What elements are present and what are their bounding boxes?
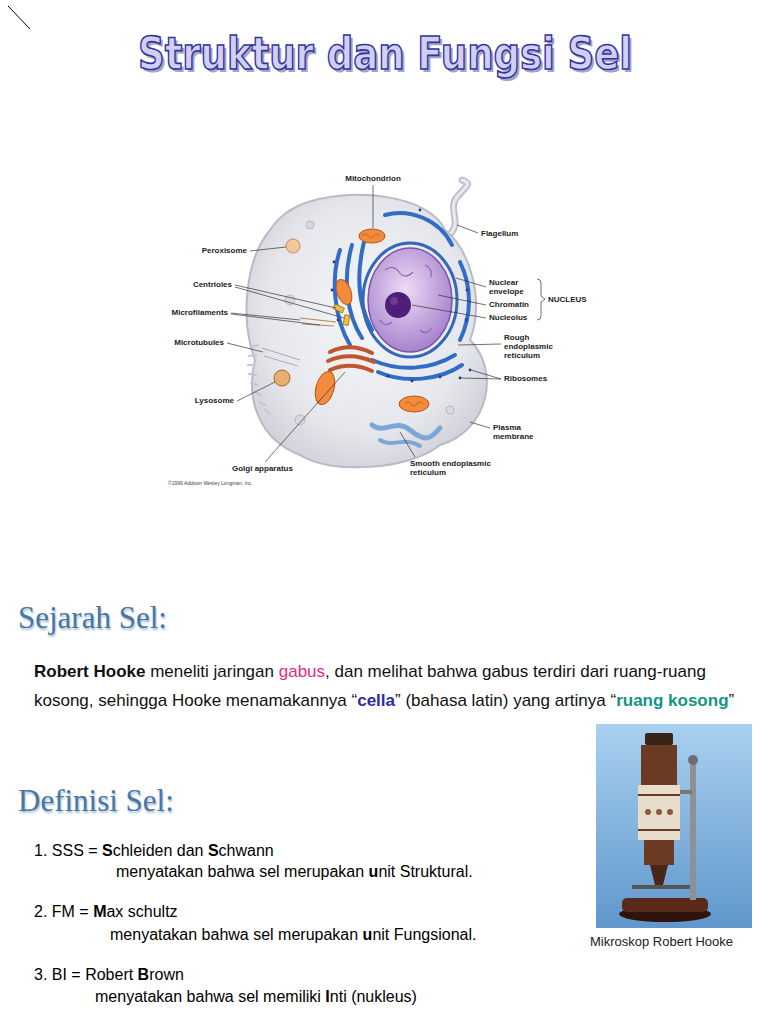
paragraph-text: Robert Hooke xyxy=(34,662,145,681)
section-heading: Definisi Sel: xyxy=(18,783,174,819)
part-label: Mitochondrion xyxy=(345,174,401,183)
section-heading: Sejarah Sel: xyxy=(18,600,167,636)
part-label: Lysosome xyxy=(195,396,234,405)
cell-illustration xyxy=(247,180,487,467)
initial-letter: u xyxy=(369,863,379,880)
highlight-word: cella xyxy=(357,691,395,710)
leader-lines xyxy=(227,185,545,462)
initial-letter: S xyxy=(208,842,219,859)
initial-letter: S xyxy=(102,842,113,859)
part-label: Nuclear envelope xyxy=(489,278,535,296)
definition-line: menyatakan bahwa sel merupakan unit Stru… xyxy=(116,862,473,882)
part-label: Chromatin xyxy=(489,300,529,309)
image-caption: Mikroskop Robert Hooke xyxy=(590,934,733,950)
part-label: Rough endoplasmic reticulum xyxy=(504,333,559,360)
part-label: Golgi apparatus xyxy=(232,464,293,473)
group-label: NUCLEUS xyxy=(548,295,587,304)
part-label: Microfilaments xyxy=(172,308,228,317)
part-label: Peroxisome xyxy=(202,246,247,255)
part-label: Microtubules xyxy=(174,338,224,347)
paragraph-text: ” (bahasa latin) yang artinya “ xyxy=(395,691,616,710)
paragraph-text: ” xyxy=(729,691,735,710)
initial-letter: I xyxy=(325,988,329,1005)
part-label: Flagellum xyxy=(481,229,518,238)
history-paragraph: Robert Hooke meneliti jaringan gabus, da… xyxy=(34,657,758,715)
definition-line: 1. SSS = Schleiden dan Schwann xyxy=(34,841,274,861)
initial-letter: M xyxy=(93,903,106,920)
slide-title: Struktur dan Fungsi Sel xyxy=(138,28,632,80)
copyright-note: ©1999 Addison Wesley Longman, Inc. xyxy=(168,480,253,486)
definition-line: menyatakan bahwa sel merupakan unit Fung… xyxy=(110,925,476,945)
microscope-photo xyxy=(596,724,752,928)
definition-line: menyatakan bahwa sel memiliki Inti (nukl… xyxy=(95,987,417,1007)
definition-line: 2. FM = Max schultz xyxy=(34,902,178,922)
initial-letter: B xyxy=(138,966,150,983)
initial-letter: u xyxy=(363,926,373,943)
part-label: Plasma membrane xyxy=(493,423,539,441)
highlight-word: gabus xyxy=(279,662,325,681)
highlight-word: ruang kosong xyxy=(616,691,728,710)
part-label: Smooth endoplasmic reticulum xyxy=(410,459,505,477)
part-label: Nucleolus xyxy=(489,313,527,322)
paragraph-text: meneliti jaringan xyxy=(145,662,278,681)
part-label: Centrioles xyxy=(193,280,232,289)
corner-mark xyxy=(8,6,30,29)
part-label: Ribosomes xyxy=(504,374,547,383)
definition-line: 3. BI = Robert Brown xyxy=(34,965,184,985)
